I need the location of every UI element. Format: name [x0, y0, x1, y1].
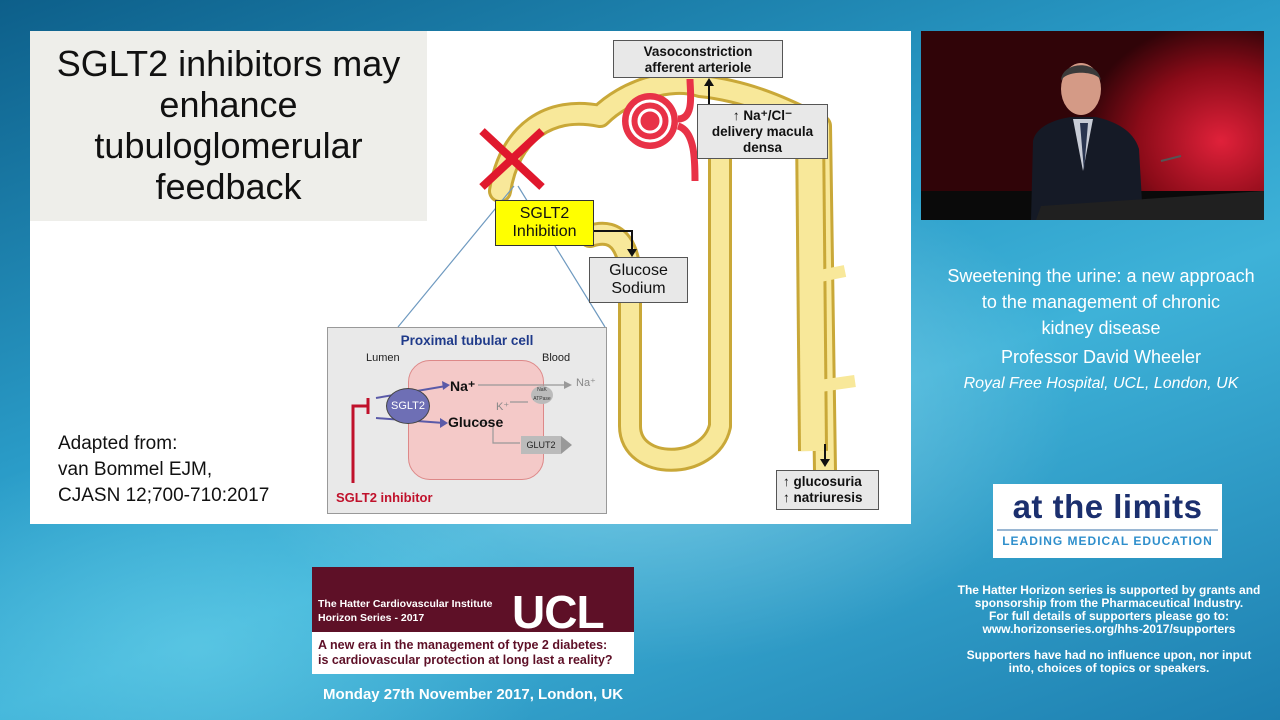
- label-line: Vasoconstriction: [643, 44, 753, 59]
- ucl-logo: UCL: [512, 586, 605, 638]
- banner-question: A new era in the management of type 2 di…: [312, 632, 634, 674]
- support-url: www.horizonseries.org/hhs-2017/supporter…: [982, 622, 1236, 636]
- speaker-video: [921, 31, 1264, 220]
- duct-branch: [818, 265, 847, 282]
- slide-title-box: SGLT2 inhibitors may enhance tubuloglome…: [30, 31, 427, 221]
- label-line: afferent arteriole: [644, 60, 752, 75]
- question-line: is cardiovascular protection at long las…: [318, 653, 613, 667]
- label-line: Glucose: [609, 262, 668, 279]
- red-cross-icon: [479, 128, 545, 190]
- presentation-slide: SGLT2 inhibitors may enhance tubuloglome…: [30, 31, 911, 524]
- sodium-blood-label: Na⁺: [576, 377, 596, 389]
- citation-line: van Bommel EJM,: [58, 459, 213, 480]
- nak-atpase-pump: NaK ATPase: [531, 386, 553, 404]
- sponsorship-notice: The Hatter Horizon series is supported b…: [940, 584, 1278, 675]
- glomerulus-loop: [628, 99, 672, 143]
- title-line: SGLT2 inhibitors may: [56, 43, 401, 84]
- glut2-transporter: GLUT2: [521, 436, 561, 454]
- blood-label: Blood: [542, 352, 571, 364]
- inhibitor-line: [351, 404, 368, 483]
- inset-title: Proximal tubular cell: [400, 333, 534, 348]
- talk-title-line: kidney disease: [1041, 318, 1161, 338]
- duct-branch: [819, 375, 856, 392]
- speaker-figure: [921, 63, 1264, 220]
- citation-line: CJASN 12;700-710:2017: [58, 485, 270, 506]
- sglt2-inhibitor-label: SGLT2 inhibitor: [336, 490, 433, 505]
- citation: Adapted from: van Bommel EJM, CJASN 12;7…: [58, 431, 269, 509]
- arrow-to-glucose: [594, 230, 633, 251]
- institute-name: The Hatter Cardiovascular Institute: [318, 598, 493, 610]
- label-line: delivery macula: [711, 124, 814, 139]
- talk-title-line: to the management of chronic: [981, 292, 1221, 312]
- speaker-affiliation: Royal Free Hospital, UCL, London, UK: [963, 375, 1239, 392]
- series-name: Horizon Series - 2017: [318, 612, 425, 624]
- logo-main-text: at the limits: [1012, 488, 1203, 525]
- vasoconstriction-label: Vasoconstriction afferent arteriole: [613, 40, 783, 78]
- question-line: A new era in the management of type 2 di…: [318, 638, 608, 652]
- label-line: ↑ Na⁺/Cl⁻: [732, 108, 793, 123]
- label-line: ↑ natriuresis: [783, 490, 863, 505]
- sglt2-transporter: SGLT2: [386, 388, 430, 424]
- support-line: For full details of supporters please go…: [988, 609, 1230, 623]
- arrowhead: [820, 459, 830, 467]
- label-line: Sodium: [611, 280, 666, 297]
- label-line: ↑ glucosuria: [783, 474, 862, 489]
- support-line: Supporters have had no influence upon, n…: [966, 648, 1252, 662]
- afferent-arteriole: [676, 78, 699, 182]
- logo-divider: [997, 529, 1218, 531]
- support-line: sponsorship from the Pharmaceutical Indu…: [974, 596, 1244, 610]
- speaker-name: Professor David Wheeler: [1000, 347, 1202, 367]
- collecting-duct: [798, 125, 825, 452]
- glucosuria-natriuresis-label: ↑ glucosuria ↑ natriuresis: [776, 470, 879, 510]
- citation-line: Adapted from:: [58, 433, 178, 454]
- label-line: Inhibition: [512, 223, 577, 240]
- event-banner: The Hatter Cardiovascular Institute Hori…: [312, 567, 634, 674]
- label-line: densa: [742, 140, 783, 155]
- lumen-label: Lumen: [366, 352, 400, 364]
- support-line: The Hatter Horizon series is supported b…: [957, 583, 1261, 597]
- title-line: feedback: [155, 166, 302, 207]
- arrowhead: [627, 249, 637, 257]
- talk-title-line: Sweetening the urine: a new approach: [947, 266, 1255, 286]
- sglt2-inhibition-label: SGLT2 Inhibition: [495, 200, 594, 246]
- logo-subtitle: LEADING MEDICAL EDUCATION: [1002, 534, 1213, 548]
- event-date: Monday 27th November 2017, London, UK: [322, 686, 624, 703]
- glucose-label: Glucose: [448, 414, 504, 430]
- cell-body: [408, 360, 544, 480]
- title-line: enhance: [159, 84, 298, 125]
- sodium-label: Na⁺: [450, 378, 476, 394]
- slide-title: SGLT2 inhibitors may enhance tubuloglome…: [30, 31, 427, 207]
- glucose-sodium-label: Glucose Sodium: [589, 257, 688, 303]
- banner-header: The Hatter Cardiovascular Institute Hori…: [312, 567, 634, 638]
- glomerulus-loop: [637, 108, 663, 134]
- arrowhead: [704, 78, 714, 86]
- title-line: tubuloglomerular: [94, 125, 363, 166]
- at-the-limits-logo: at the limits LEADING MEDICAL EDUCATION: [993, 484, 1222, 558]
- talk-title: Sweetening the urine: a new approach to …: [925, 263, 1277, 341]
- potassium-label: K⁺: [496, 401, 510, 413]
- label-line: SGLT2: [519, 205, 570, 222]
- proximal-tubular-cell-inset: Proximal tubular cell Lumen Blood SGLT2 …: [327, 327, 607, 514]
- support-line: into, choices of topics or speakers.: [1008, 661, 1210, 675]
- nephron-diagram: [397, 70, 856, 483]
- nacl-delivery-label: ↑ Na⁺/Cl⁻ delivery macula densa: [697, 104, 828, 159]
